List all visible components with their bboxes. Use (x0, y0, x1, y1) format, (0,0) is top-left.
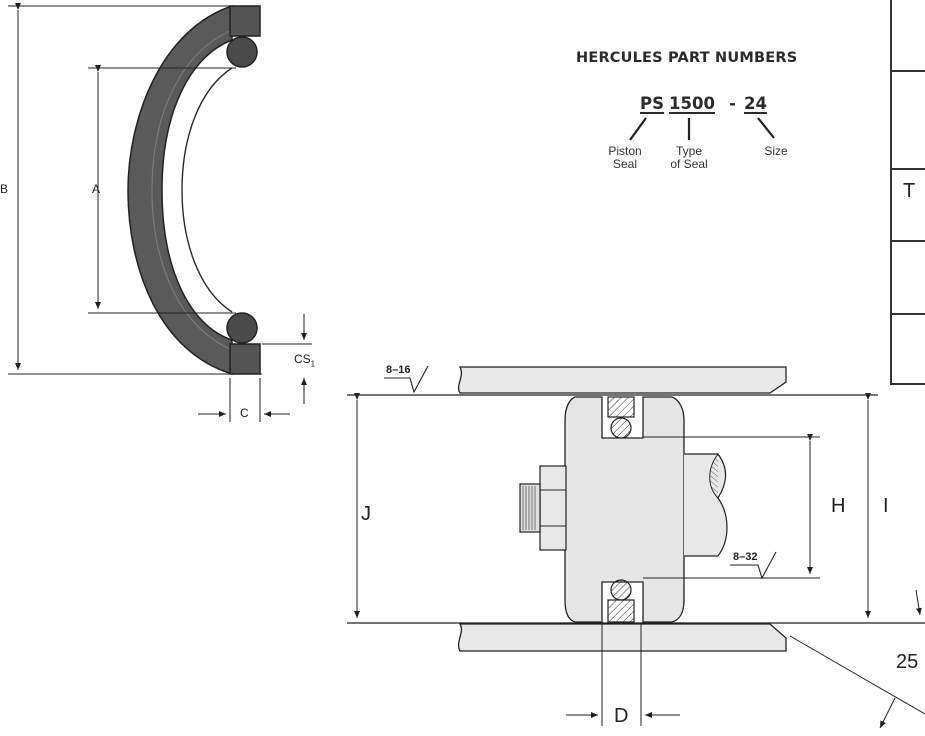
partial-table-letter: T (903, 180, 916, 202)
part-numbers-title: HERCULES PART NUMBERS (576, 50, 798, 66)
type-caption-line-1: Type (675, 144, 702, 158)
top-backup-ring (607, 396, 635, 418)
seal-bottom-oring (226, 312, 258, 344)
dim-label-d: D (614, 705, 629, 727)
top-oring (610, 417, 632, 439)
dim-label-cs-subscript: 1 (310, 359, 316, 369)
finish-mark-rod (730, 551, 777, 580)
part-code-dash: - (729, 94, 736, 113)
part-type-code: 1500 (669, 94, 715, 113)
partial-table (890, 0, 925, 385)
part-number-pointers (629, 117, 775, 141)
prefix-caption-line-1: Piston (608, 144, 642, 158)
prefix-caption: Piston Seal (600, 145, 650, 171)
seal-inner-highlight (151, 29, 233, 351)
dim-label-cs-text: CS (294, 352, 311, 366)
seal-inner-groove (181, 67, 233, 313)
partial-table-row-line (890, 70, 925, 72)
prefix-caption-line-2: Seal (612, 157, 638, 171)
dim-label-c: C (240, 406, 249, 420)
partial-table-row-line (890, 240, 925, 242)
type-caption-line-2: of Seal (670, 157, 708, 171)
dim-label-a: A (92, 182, 101, 196)
bottom-cylinder-wall (457, 623, 787, 652)
partial-value-label: 25 (896, 651, 919, 673)
dim-label-b: B (0, 182, 9, 196)
dim-label-cs: CS1 (294, 352, 315, 368)
finish-mark-top (384, 365, 429, 394)
part-prefix-code: PS (640, 94, 664, 113)
dim-label-i: I (883, 495, 889, 517)
size-caption: Size (764, 144, 788, 158)
bottom-backup-ring (607, 599, 635, 623)
piston-rod (684, 453, 728, 557)
part-size-code: 24 (744, 94, 767, 113)
seal-bottom-block (229, 343, 261, 375)
seal-outer-body (127, 4, 233, 376)
seal-profile-drawing (8, 3, 312, 422)
top-cylinder-wall (457, 366, 787, 394)
piston-nut (539, 465, 567, 551)
finish-label-rod: 8–32 (733, 551, 758, 563)
type-caption: Type of Seal (664, 145, 714, 171)
piston-body (564, 396, 685, 623)
finish-label-top: 8–16 (386, 364, 411, 376)
dim-label-j: J (361, 503, 371, 525)
partial-table-row-line (890, 313, 925, 315)
seal-top-block (229, 5, 261, 37)
dim-label-h: H (831, 495, 846, 517)
partial-table-row-line (890, 168, 925, 170)
seal-top-oring (226, 36, 258, 68)
assembly-drawing (347, 365, 925, 729)
bottom-oring (610, 579, 632, 601)
